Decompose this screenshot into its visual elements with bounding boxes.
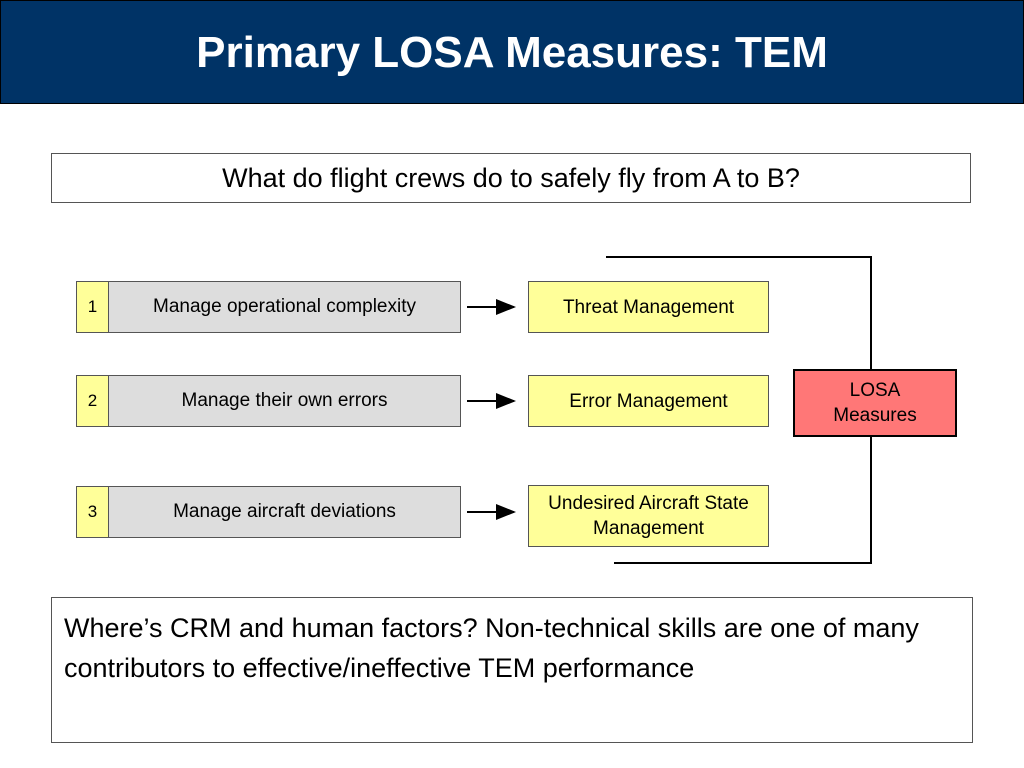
page-title: Primary LOSA Measures: TEM bbox=[196, 28, 828, 77]
losa-measures-box: LOSA Measures bbox=[793, 369, 957, 437]
row-number-3: 3 bbox=[76, 486, 109, 538]
bracket-top bbox=[606, 256, 872, 369]
measure-box-1: Threat Management bbox=[528, 281, 769, 333]
row-number-1: 1 bbox=[76, 281, 109, 333]
question-box: What do flight crews do to safely fly fr… bbox=[51, 153, 971, 203]
measure-box-2: Error Management bbox=[528, 375, 769, 427]
task-box-1: Manage operational complexity bbox=[108, 281, 461, 333]
footer-note: Where’s CRM and human factors? Non-techn… bbox=[51, 597, 973, 743]
task-box-3: Manage aircraft deviations bbox=[108, 486, 461, 538]
bracket-bottom bbox=[614, 437, 872, 564]
row-number-2: 2 bbox=[76, 375, 109, 427]
measure-box-3: Undesired Aircraft State Management bbox=[528, 485, 769, 547]
title-bar: Primary LOSA Measures: TEM bbox=[0, 0, 1024, 104]
task-box-2: Manage their own errors bbox=[108, 375, 461, 427]
